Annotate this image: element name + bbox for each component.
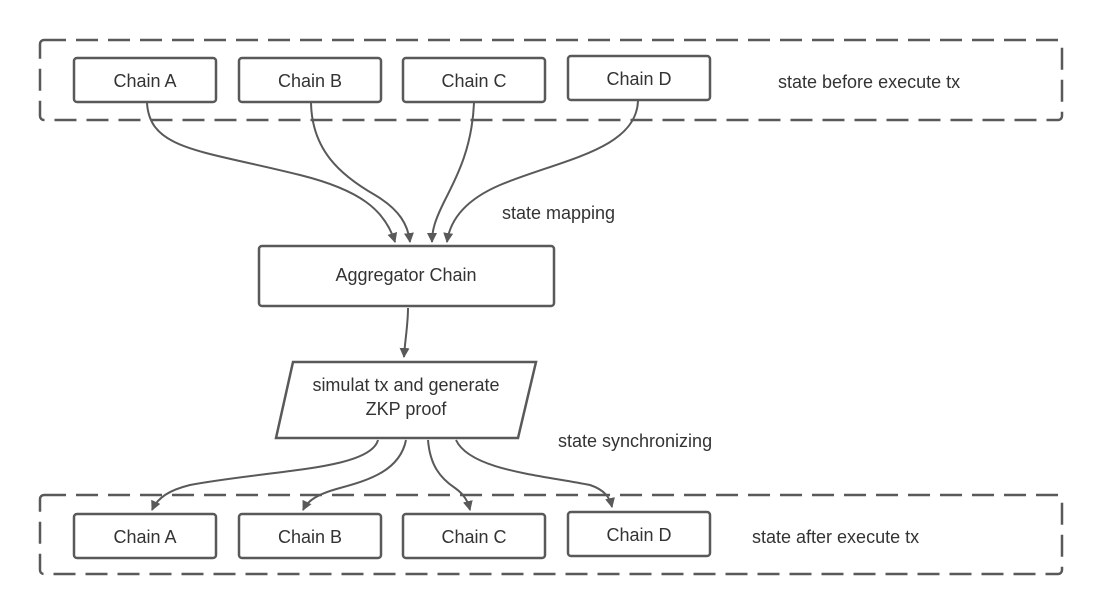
top-node-chain-a-label: Chain A: [113, 71, 176, 91]
bottom-node-chain-a-label: Chain A: [113, 527, 176, 547]
bottom-node-chain-d-label: Chain D: [606, 525, 671, 545]
edge-top-chain-d-to-aggregator: [443, 100, 639, 243]
top-node-chain-c-label: Chain C: [441, 71, 506, 91]
bottom-group-label: state after execute tx: [752, 527, 919, 547]
aggregator-node: Aggregator Chain: [257, 244, 556, 308]
top-group-label: state before execute tx: [778, 72, 960, 92]
edge-aggregator-to-process: [399, 307, 410, 358]
top-node-chain-b: Chain B: [237, 56, 383, 104]
top-node-chain-b-label: Chain B: [278, 71, 342, 91]
process-node-line-2: ZKP proof: [366, 399, 448, 419]
edge-top-chain-c-to-aggregator: [427, 102, 475, 243]
synchronizing-edge-label: state synchronizing: [558, 431, 712, 451]
top-node-chain-d: Chain D: [566, 54, 712, 102]
bottom-node-chain-c: Chain C: [401, 512, 547, 560]
bottom-group-frame: [38, 493, 1064, 576]
edge-process-to-bottom-chain-a: [151, 439, 379, 511]
edge-process-to-bottom-chain-d: [455, 439, 615, 508]
mapping-edge-label: state mapping: [502, 203, 615, 223]
process-node-line-1: simulat tx and generate: [312, 375, 499, 395]
bottom-node-chain-c-label: Chain C: [441, 527, 506, 547]
edge-top-chain-a-to-aggregator: [146, 102, 398, 243]
top-node-chain-d-label: Chain D: [606, 69, 671, 89]
aggregator-node-label: Aggregator Chain: [335, 265, 476, 285]
process-node: simulat tx and generate ZKP proof: [274, 360, 538, 440]
bottom-node-chain-a: Chain A: [72, 512, 218, 560]
top-node-chain-a: Chain A: [72, 56, 218, 104]
edge-process-to-bottom-chain-b: [302, 439, 407, 511]
top-node-chain-c: Chain C: [401, 56, 547, 104]
bottom-node-chain-b: Chain B: [237, 512, 383, 560]
top-group-frame: [38, 38, 1064, 122]
bottom-node-chain-b-label: Chain B: [278, 527, 342, 547]
edge-process-to-bottom-chain-c: [427, 439, 473, 511]
bottom-node-chain-d: Chain D: [566, 510, 712, 558]
edge-top-chain-b-to-aggregator: [310, 102, 414, 243]
